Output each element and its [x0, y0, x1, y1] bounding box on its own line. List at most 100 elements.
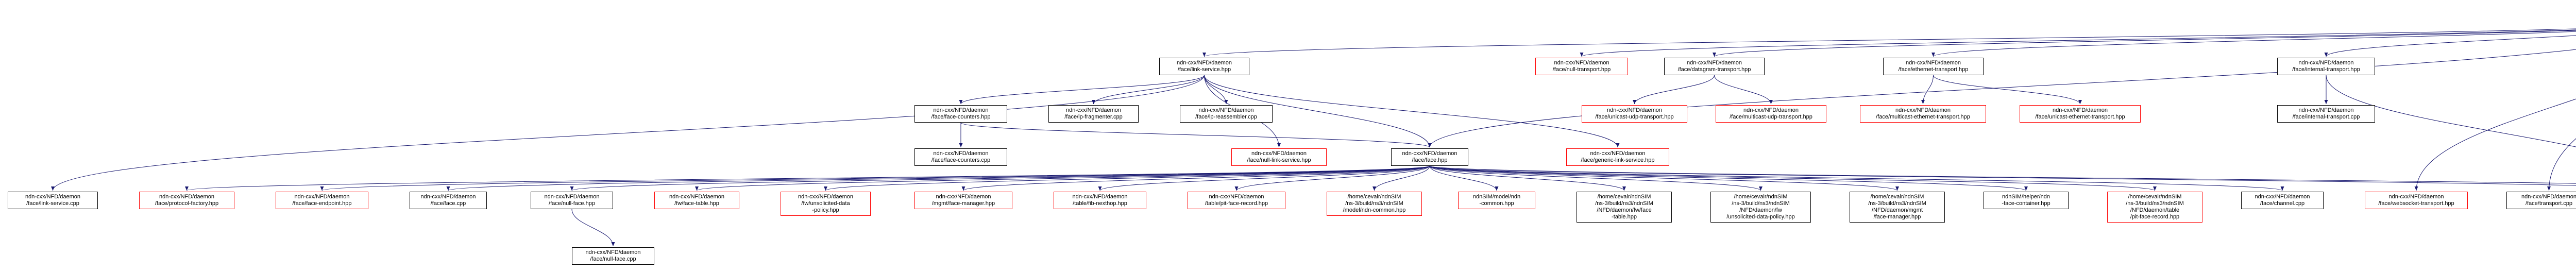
graph-node-link-service-cpp[interactable]: ndn-cxx/NFD/daemon/face/link-service.cpp	[8, 192, 98, 209]
include-edge	[2324, 35, 2576, 57]
graph-node-label: /mgmt/face-manager.hpp	[931, 200, 995, 207]
graph-node-label: ndn-cxx/NFD/daemon	[933, 150, 989, 157]
graph-node-lp-fragmenter-cpp[interactable]: ndn-cxx/NFD/daemon/face/lp-fragmenter.cp…	[1048, 105, 1139, 123]
graph-node-label: /face/lp-fragmenter.cpp	[1064, 114, 1123, 120]
graph-node-fw-unsolicited-data-policy-hpp[interactable]: ndn-cxx/NFD/daemon/fw/unsolicited-data-p…	[781, 192, 871, 216]
graph-node-mgmt-face-manager-hpp[interactable]: ndn-cxx/NFD/daemon/mgmt/face-manager.hpp	[914, 192, 1012, 209]
graph-node-table-fib-nexthop-hpp[interactable]: ndn-cxx/NFD/daemon/table/fib-nexthop.hpp	[1054, 192, 1146, 209]
include-edge	[960, 122, 1432, 148]
graph-node-label: ndn-cxx/NFD/daemon	[1895, 107, 1951, 113]
graph-node-label: /face/generic-link-service.hpp	[1581, 157, 1655, 163]
graph-node-label: /face/internal-transport.hpp	[2292, 66, 2360, 73]
graph-node-face-cpp[interactable]: ndn-cxx/NFD/daemon/face/face.cpp	[410, 192, 487, 209]
graph-node-label: /ns-3/build/ns3/ndnSIM	[1732, 200, 1790, 207]
graph-node-label: ndn-cxx/NFD/daemon	[1590, 150, 1646, 157]
graph-node-websocket-transport-hpp[interactable]: ndn-cxx/NFD/daemon/face/websocket-transp…	[2365, 192, 2468, 209]
graph-node-table-pit-face-record-hpp[interactable]: ndn-cxx/NFD/daemon/table/pit-face-record…	[1188, 192, 1285, 209]
graph-node-generic-link-service-hpp[interactable]: ndn-cxx/NFD/daemon/face/generic-link-ser…	[1566, 148, 1669, 166]
graph-node-null-link-service-hpp[interactable]: ndn-cxx/NFD/daemon/face/null-link-servic…	[1231, 148, 1327, 166]
graph-node-label: /face/link-service.cpp	[26, 200, 79, 207]
include-edge	[1633, 75, 1715, 105]
include-edge	[2326, 75, 2576, 147]
graph-node-label: /NFD/daemon/fw/face	[1597, 207, 1652, 213]
graph-node-channel-cpp[interactable]: ndn-cxx/NFD/daemon/face/channel.cpp	[2241, 192, 2324, 209]
include-edge	[1429, 165, 2284, 191]
graph-node-transport-cpp[interactable]: ndn-cxx/NFD/daemon/face/transport.cpp	[2506, 192, 2576, 209]
graph-node-unicast-udp-transport-hpp[interactable]: ndn-cxx/NFD/daemon/face/unicast-udp-tran…	[1582, 105, 1687, 123]
graph-node-label: /face/face-counters.cpp	[931, 157, 991, 163]
graph-node-label: ndn-cxx/NFD/daemon	[2053, 107, 2108, 113]
include-edge	[1921, 75, 1934, 105]
graph-node-label: /ns-3/build/ns3/ndnSIM	[1345, 200, 1403, 207]
graph-node-label: /face/transport.cpp	[2525, 200, 2573, 207]
graph-node-label: ndn-cxx/NFD/daemon	[1177, 60, 1232, 66]
graph-node-ndnsim-model-ndn-common-hpp[interactable]: ndnSIM/model/ndn-common.hpp	[1458, 192, 1535, 209]
graph-node-label: /face/multicast-udp-transport.hpp	[1730, 114, 1812, 120]
graph-node-multicast-udp-transport-hpp[interactable]: ndn-cxx/NFD/daemon/face/multicast-udp-tr…	[1716, 105, 1826, 123]
graph-node-label: /face/internal-transport.cpp	[2292, 114, 2360, 120]
graph-node-lp-reassembler-cpp[interactable]: ndn-cxx/NFD/daemon/face/lp-reassembler.c…	[1180, 105, 1273, 123]
graph-node-null-transport-hpp[interactable]: ndn-cxx/NFD/daemon/face/null-transport.h…	[1535, 58, 1628, 75]
include-edge	[51, 75, 1205, 191]
graph-node-link-service-hpp[interactable]: ndn-cxx/NFD/daemon/face/link-service.hpp	[1159, 58, 1249, 75]
graph-node-label: /home/cevair/ndnSIM	[1347, 194, 1401, 200]
graph-node-label: /face/null-link-service.hpp	[1247, 157, 1311, 163]
include-edge	[1428, 49, 2576, 148]
graph-node-label: ndn-cxx/NFD/daemon	[1906, 60, 1961, 66]
graph-node-label: ndn-cxx/NFD/daemon	[1066, 107, 1121, 113]
include-edge	[571, 209, 615, 247]
graph-node-label: ndn-cxx/NFD/daemon	[1402, 150, 1458, 157]
graph-node-label: /home/cevair/ndnSIM	[1597, 194, 1651, 200]
graph-node-fw-face-table-hpp[interactable]: ndn-cxx/NFD/daemon/fw/face-table.hpp	[654, 192, 739, 209]
include-edge	[570, 165, 1430, 191]
graph-node-label: ndn-cxx/NFD/daemon	[1198, 107, 1254, 113]
include-edge	[1429, 165, 2576, 186]
include-edge	[1429, 165, 2028, 191]
graph-node-label: /face/lp-reassembler.cpp	[1195, 114, 1257, 120]
graph-node-unicast-ethernet-transport-hpp[interactable]: ndn-cxx/NFD/daemon/face/unicast-ethernet…	[2020, 105, 2141, 123]
graph-node-label: /NFD/daemon/table	[2130, 207, 2180, 213]
graph-node-label: /pit-face-record.hpp	[2130, 214, 2180, 220]
graph-node-label: -face-container.hpp	[2002, 200, 2050, 207]
graph-node-multicast-ethernet-transport-hpp[interactable]: ndn-cxx/NFD/daemon/face/multicast-ethern…	[1860, 105, 1986, 123]
graph-node-label: ndn-cxx/NFD/daemon	[2388, 194, 2444, 200]
include-edge	[1429, 165, 2157, 191]
graph-node-face-counters-cpp[interactable]: ndn-cxx/NFD/daemon/face/face-counters.cp…	[914, 148, 1007, 166]
graph-node-label: /face/face.cpp	[430, 200, 466, 207]
include-edge	[1429, 165, 1762, 191]
graph-node-internal-transport-cpp[interactable]: ndn-cxx/NFD/daemon/face/internal-transpo…	[2277, 105, 2375, 123]
graph-node-label: -policy.hpp	[812, 207, 839, 213]
include-edge	[959, 75, 1205, 105]
graph-node-ndnsim-helper-face-container-hpp[interactable]: ndnSIM/helper/ndn-face-container.hpp	[1984, 192, 2069, 209]
graph-node-label: ndn-cxx/NFD/daemon	[1687, 60, 1742, 66]
graph-node-label: ndn-cxx/NFD/daemon	[585, 249, 641, 256]
graph-node-internal-transport-hpp[interactable]: ndn-cxx/NFD/daemon/face/internal-transpo…	[2277, 58, 2375, 75]
graph-node-face-counters-hpp[interactable]: ndn-cxx/NFD/daemon/face/face-counters.hp…	[914, 105, 1007, 123]
graph-node-build-table-pit-face-record-hpp[interactable]: /home/cevair/ndnSIM/ns-3/build/ns3/ndnSI…	[2107, 192, 2202, 223]
include-edge	[185, 165, 1430, 191]
graph-node-build-fw-unsolicited-data-policy-hpp[interactable]: /home/cevair/ndnSIM/ns-3/build/ns3/ndnSI…	[1710, 192, 1811, 223]
graph-node-face-endpoint-hpp[interactable]: ndn-cxx/NFD/daemon/face/face-endpoint.hp…	[276, 192, 368, 209]
graph-node-null-face-hpp[interactable]: ndn-cxx/NFD/daemon/face/null-face.hpp	[531, 192, 613, 209]
graph-node-label: /NFD/daemon/mgmt	[1871, 207, 1923, 213]
include-edge	[2414, 98, 2576, 191]
graph-node-build-fw-face-table-hpp[interactable]: /home/cevair/ndnSIM/ns-3/build/ns3/ndnSI…	[1577, 192, 1672, 223]
graph-node-null-face-cpp[interactable]: ndn-cxx/NFD/daemon/face/null-face.cpp	[572, 247, 654, 265]
graph-node-build-mgmt-face-manager-hpp[interactable]: /home/cevair/ndnSIM/ns-3/build/ns3/ndnSI…	[1850, 192, 1945, 223]
graph-node-ethernet-transport-hpp[interactable]: ndn-cxx/NFD/daemon/face/ethernet-transpo…	[1883, 58, 1984, 75]
graph-node-label: /face/multicast-ethernet-transport.hpp	[1876, 114, 1970, 120]
graph-node-label: -common.hpp	[1479, 200, 1514, 207]
graph-node-datagram-transport-hpp[interactable]: ndn-cxx/NFD/daemon/face/datagram-transpo…	[1664, 58, 1765, 75]
graph-node-label: ndn-cxx/NFD/daemon	[1743, 107, 1799, 113]
graph-node-label: ndn-cxx/NFD/daemon	[2298, 107, 2354, 113]
graph-node-label: ndn-cxx/NFD/daemon	[294, 194, 350, 200]
include-edge	[1713, 30, 2576, 57]
graph-node-face-hpp[interactable]: ndn-cxx/NFD/daemon/face/face.hpp	[1391, 148, 1468, 166]
graph-node-build-model-ndn-common-hpp[interactable]: /home/cevair/ndnSIM/ns-3/build/ns3/ndnSI…	[1327, 192, 1422, 216]
include-edge	[1234, 165, 1430, 191]
include-edge	[1931, 31, 2576, 57]
graph-node-label: /home/cevair/ndnSIM	[1870, 194, 1924, 200]
include-edge	[1429, 165, 2576, 184]
graph-node-protocol-factory-hpp[interactable]: ndn-cxx/NFD/daemon/face/protocol-factory…	[139, 192, 234, 209]
graph-node-label: /face-manager.hpp	[1873, 214, 1921, 220]
